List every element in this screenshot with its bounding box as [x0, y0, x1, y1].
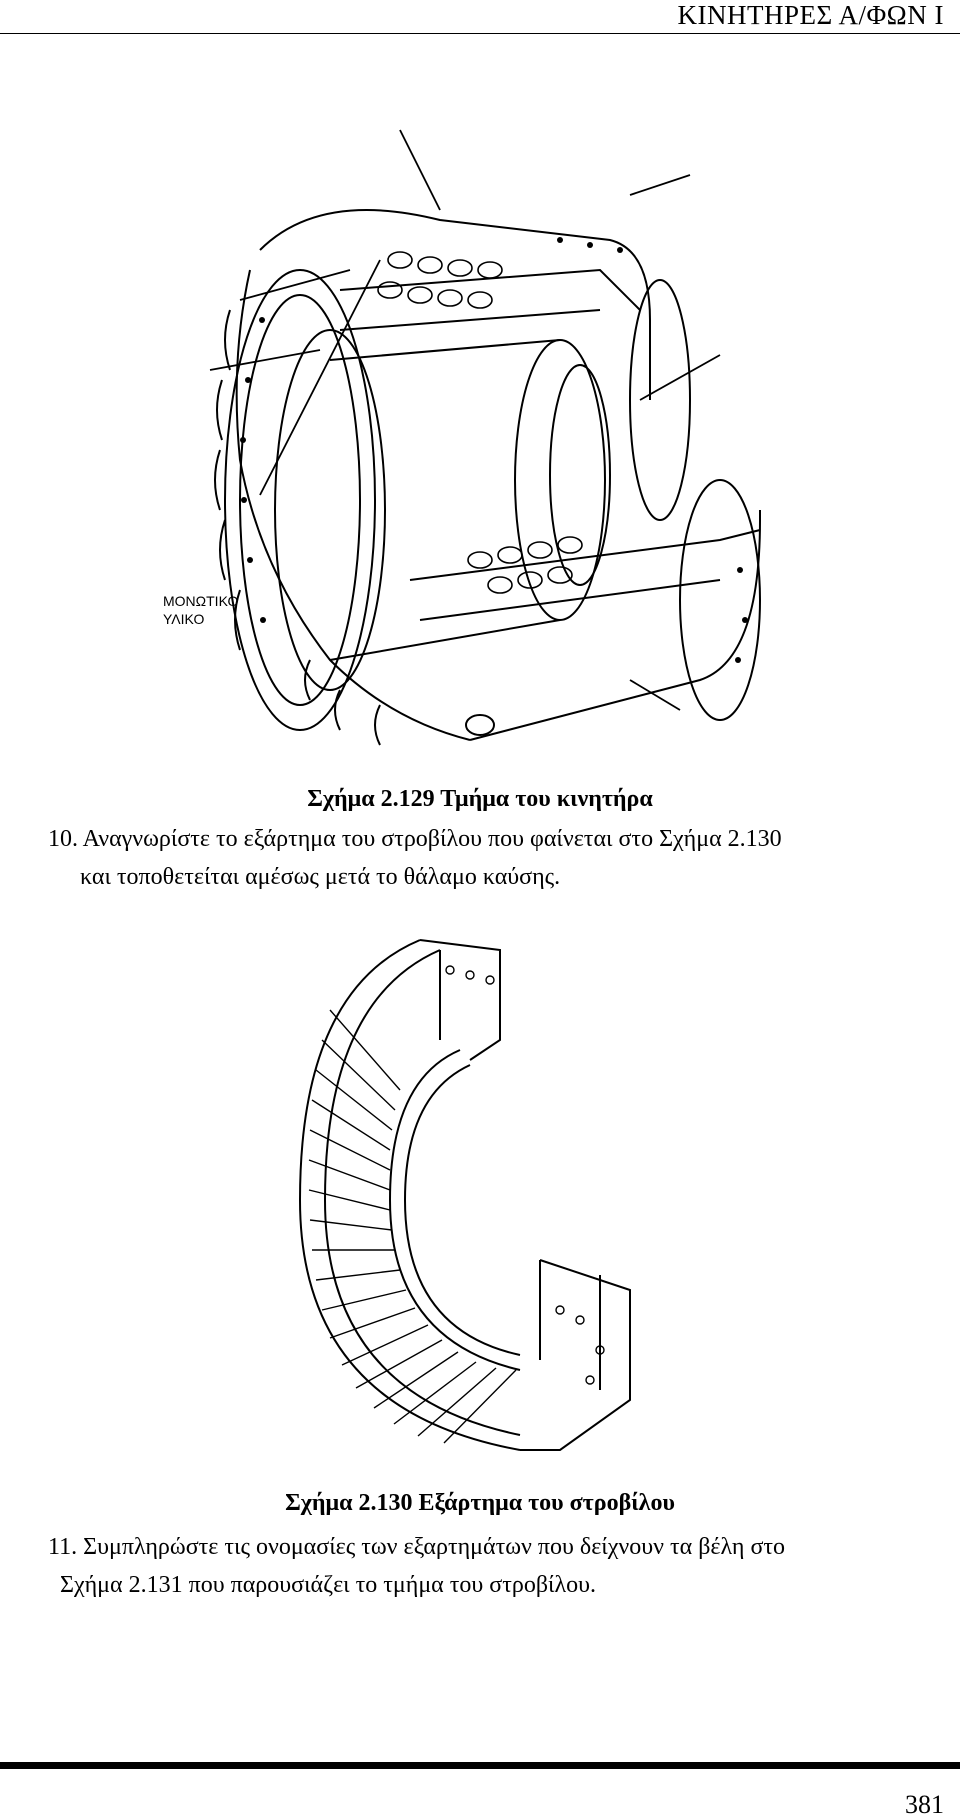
- header-rule: [0, 33, 960, 34]
- header-title: ΚΙΝΗΤΗΡΕΣ Α/ΦΩΝ Ι: [677, 0, 944, 30]
- question-10-line2: και τοποθετείται αμέσως μετά το θάλαμο κ…: [80, 864, 561, 890]
- insulation-label: ΜΟΝΩΤΙΚΟ ΥΛΙΚΟ: [163, 592, 238, 628]
- question-11-line2: Σχήμα 2.131 που παρουσιάζει το τμήμα του…: [60, 1572, 597, 1598]
- question-10-line1: 10. Αναγνωρίστε το εξάρτημα του στροβίλο…: [48, 826, 782, 852]
- question-10: 10. Αναγνωρίστε το εξάρτημα του στροβίλο…: [48, 820, 948, 896]
- turbine-component-illustration: [298, 939, 631, 1451]
- running-header: ΚΙΝΗΤΗΡΕΣ Α/ΦΩΝ Ι: [0, 0, 960, 34]
- question-11: 11. Συμπληρώστε τις ονομασίες των εξαρτη…: [48, 1528, 948, 1604]
- insulation-label-line2: ΥΛΙΚΟ: [163, 611, 205, 627]
- footer-rule: [0, 1762, 960, 1769]
- figure-caption-2-129: Σχήμα 2.129 Τμήμα του κινητήρα: [307, 786, 653, 812]
- insulation-label-line1: ΜΟΝΩΤΙΚΟ: [163, 593, 239, 609]
- page-number: 381: [905, 1790, 944, 1819]
- figure-caption-2-130: Σχήμα 2.130 Εξάρτημα του στροβίλου: [285, 1490, 675, 1516]
- engine-section-illustration: [209, 129, 761, 746]
- question-11-line1: 11. Συμπληρώστε τις ονομασίες των εξαρτη…: [48, 1534, 786, 1560]
